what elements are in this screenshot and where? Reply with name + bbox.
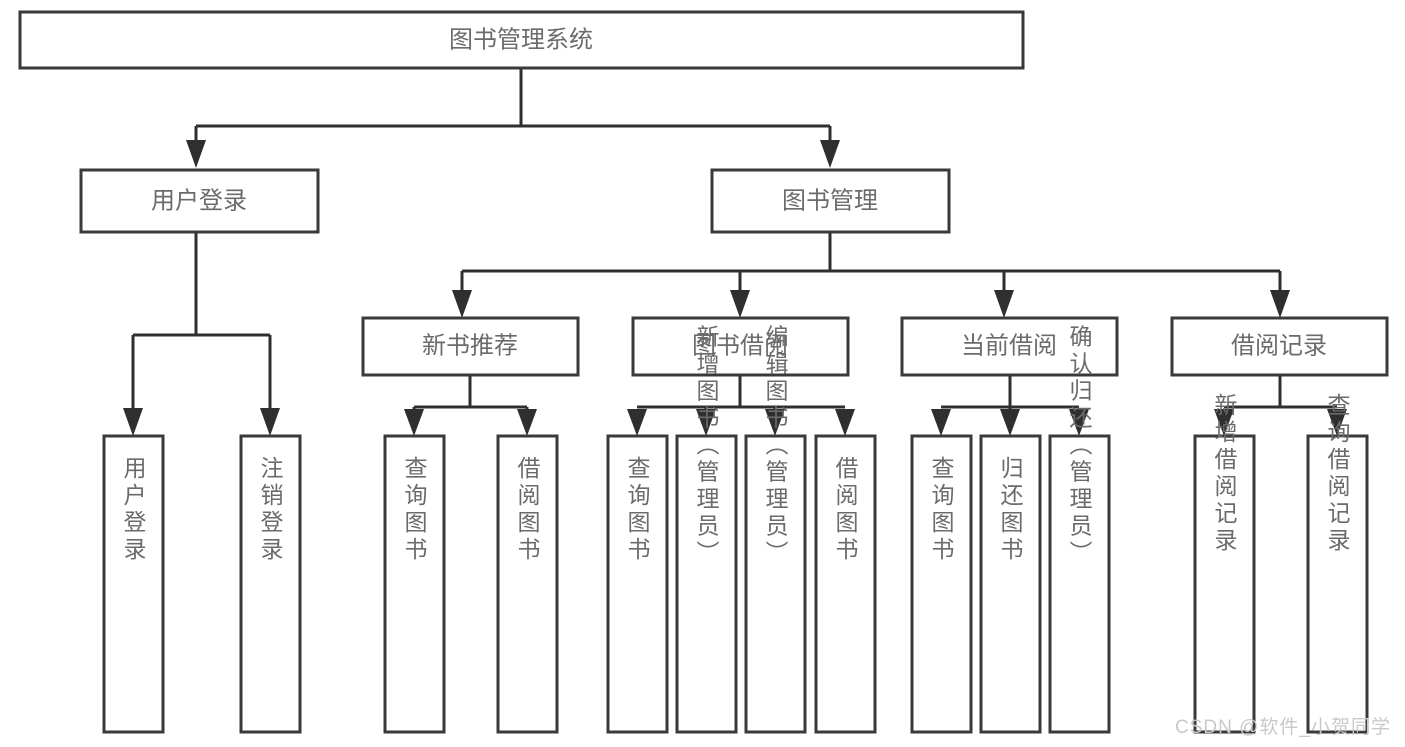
node-system-title[interactable]: 图书管理系统 <box>18 10 1025 70</box>
node-label-leaf-borrow-book-1: 借阅图书 <box>514 456 541 564</box>
arrow-nbr-leaf-2 <box>517 409 537 436</box>
node-box-current-borrow <box>900 316 1119 377</box>
node-leaf-confirm-return[interactable]: 确认归还（管理员） <box>1048 325 1111 734</box>
node-label-book-borrow: 图书借阅 <box>692 332 788 359</box>
arrow-user-login-leaf-2 <box>260 408 280 436</box>
node-label-system-title: 图书管理系统 <box>449 26 593 53</box>
node-box-leaf-edit-book <box>744 434 807 734</box>
arrow-bb-leaf-4 <box>835 409 855 436</box>
node-label-leaf-logout-login: 注销登录 <box>257 456 284 564</box>
node-label-leaf-add-book: 新增图书（管理员） <box>693 325 720 568</box>
node-box-leaf-return-book <box>979 434 1042 734</box>
arrow-bm-to-borrow-record <box>1270 290 1290 318</box>
node-user-login[interactable]: 用户登录 <box>79 168 320 234</box>
node-label-leaf-confirm-return: 确认归还（管理员） <box>1066 325 1093 568</box>
node-label-leaf-user-login: 用户登录 <box>120 456 147 564</box>
arrow-root-to-book-management <box>820 140 840 168</box>
node-leaf-return-book[interactable]: 归还图书 <box>979 434 1042 734</box>
node-box-new-book-recommend <box>361 316 580 377</box>
node-leaf-borrow-book-1[interactable]: 借阅图书 <box>496 434 559 734</box>
edge-group-new-book-recommend <box>404 375 537 436</box>
node-box-leaf-query-book-1 <box>383 434 446 734</box>
node-label-leaf-query-book-2: 查询图书 <box>624 456 651 564</box>
arrow-br-leaf-1 <box>1214 409 1234 436</box>
node-box-leaf-query-book-2 <box>606 434 669 734</box>
edge-group-root <box>186 68 840 168</box>
arrow-bm-to-new-book-recommend <box>452 290 472 318</box>
node-label-leaf-query-book-3: 查询图书 <box>928 456 955 564</box>
node-box-leaf-confirm-return <box>1048 434 1111 734</box>
node-label-leaf-edit-book: 编辑图书（管理员） <box>762 325 789 568</box>
edge-group-book-management <box>452 233 1290 318</box>
node-leaf-edit-book[interactable]: 编辑图书（管理员） <box>744 325 807 734</box>
arrow-bm-to-current-borrow <box>994 290 1014 318</box>
node-borrow-record[interactable]: 借阅记录 <box>1170 316 1389 377</box>
node-box-leaf-borrow-book-2 <box>814 434 877 734</box>
node-box-leaf-add-book <box>675 434 738 734</box>
arrow-bm-to-book-borrow <box>730 290 750 318</box>
node-current-borrow[interactable]: 当前借阅 <box>900 316 1119 377</box>
arrow-br-leaf-2 <box>1327 409 1347 436</box>
node-leaf-query-record[interactable]: 查询借阅记录 <box>1306 393 1369 734</box>
node-box-user-login <box>79 168 320 234</box>
arrow-bb-leaf-2 <box>696 409 716 436</box>
node-box-leaf-query-record <box>1306 434 1369 734</box>
node-label-leaf-return-book: 归还图书 <box>997 456 1024 564</box>
node-box-book-management <box>710 168 951 234</box>
arrow-cb-leaf-3 <box>1069 409 1089 436</box>
edge-group-user-login <box>123 233 280 436</box>
arrow-bb-leaf-3 <box>765 409 785 436</box>
node-new-book-recommend[interactable]: 新书推荐 <box>361 316 580 377</box>
node-leaf-borrow-book-2[interactable]: 借阅图书 <box>814 434 877 734</box>
node-leaf-query-book-3[interactable]: 查询图书 <box>910 434 973 734</box>
node-label-leaf-add-record: 新增借阅记录 <box>1211 393 1238 555</box>
arrow-user-login-leaf-1 <box>123 408 143 436</box>
node-leaf-query-book-2[interactable]: 查询图书 <box>606 434 669 734</box>
node-label-current-borrow: 当前借阅 <box>961 332 1057 359</box>
node-leaf-add-record[interactable]: 新增借阅记录 <box>1193 393 1256 734</box>
node-box-leaf-add-record <box>1193 434 1256 734</box>
node-leaf-logout-login[interactable]: 注销登录 <box>239 434 302 734</box>
arrow-cb-leaf-2 <box>1000 409 1020 436</box>
arrow-nbr-leaf-1 <box>404 409 424 436</box>
node-box-leaf-query-book-3 <box>910 434 973 734</box>
node-box-borrow-record <box>1170 316 1389 377</box>
node-label-new-book-recommend: 新书推荐 <box>422 332 518 359</box>
node-box-leaf-borrow-book-1 <box>496 434 559 734</box>
edge-group-book-borrow <box>627 375 855 436</box>
node-book-borrow[interactable]: 图书借阅 <box>631 316 850 377</box>
node-box-system-title <box>18 10 1025 70</box>
node-label-leaf-borrow-book-2: 借阅图书 <box>832 456 859 564</box>
node-leaf-query-book-1[interactable]: 查询图书 <box>383 434 446 734</box>
edge-group-current-borrow <box>931 375 1089 436</box>
node-leaf-add-book[interactable]: 新增图书（管理员） <box>675 325 738 734</box>
node-label-borrow-record: 借阅记录 <box>1231 332 1327 359</box>
node-box-leaf-user-login <box>102 434 165 734</box>
node-label-book-management: 图书管理 <box>782 187 878 214</box>
node-box-leaf-logout-login <box>239 434 302 734</box>
node-label-leaf-query-book-1: 查询图书 <box>401 456 428 564</box>
edge-group-borrow-record <box>1214 375 1347 436</box>
node-label-user-login: 用户登录 <box>151 187 247 214</box>
arrow-root-to-user-login <box>186 140 206 168</box>
node-box-book-borrow <box>631 316 850 377</box>
node-leaf-user-login[interactable]: 用户登录 <box>102 434 165 734</box>
node-book-management[interactable]: 图书管理 <box>710 168 951 234</box>
arrow-bb-leaf-1 <box>627 409 647 436</box>
node-label-leaf-query-record: 查询借阅记录 <box>1324 393 1351 555</box>
arrow-cb-leaf-1 <box>931 409 951 436</box>
